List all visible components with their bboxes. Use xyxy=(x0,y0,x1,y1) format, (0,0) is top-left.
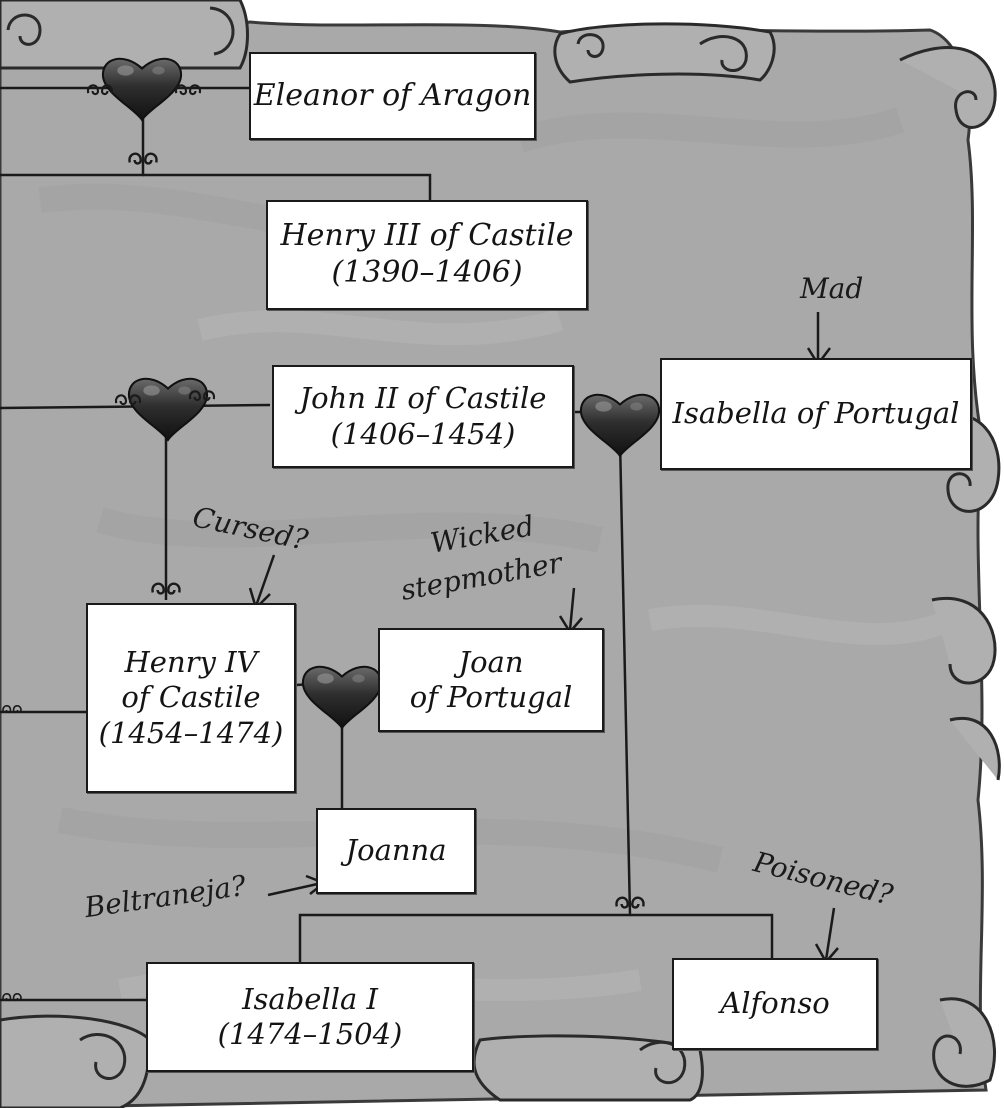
person-name: Eleanor of Aragon xyxy=(253,77,532,113)
person-henry-iii-of-castile: Henry III of Castile (1390–1406) xyxy=(266,200,588,310)
person-name-line2: of Castile xyxy=(121,680,261,715)
person-reign: (1406–1454) xyxy=(330,416,516,451)
person-reign: (1474–1504) xyxy=(217,1017,403,1051)
person-john-ii-of-castile: John II of Castile (1406–1454) xyxy=(272,365,574,468)
person-reign: (1454–1474) xyxy=(98,715,284,750)
person-joan-of-portugal: Joan of Portugal xyxy=(378,628,604,732)
person-name: John II of Castile xyxy=(299,381,547,416)
annotation-mad: Mad xyxy=(800,272,864,305)
person-name-line1: Joan xyxy=(458,644,524,679)
person-name: Isabella I xyxy=(242,981,378,1016)
person-henry-iv-of-castile: Henry IV of Castile (1454–1474) xyxy=(86,603,296,793)
person-isabella-of-portugal: Isabella of Portugal xyxy=(660,358,972,470)
person-alfonso: Alfonso xyxy=(672,958,878,1050)
person-name: Henry III of Castile xyxy=(280,218,574,254)
person-name: Isabella of Portugal xyxy=(672,396,960,431)
person-name-line2: of Portugal xyxy=(409,680,573,714)
person-joanna: Joanna xyxy=(316,808,476,894)
person-name: Joanna xyxy=(345,833,447,868)
person-isabella-i: Isabella I (1474–1504) xyxy=(146,962,474,1072)
person-eleanor-of-aragon: Eleanor of Aragon xyxy=(249,52,536,140)
person-reign: (1390–1406) xyxy=(331,255,523,290)
person-name: Alfonso xyxy=(720,986,830,1021)
person-name-line1: Henry IV xyxy=(124,644,258,679)
